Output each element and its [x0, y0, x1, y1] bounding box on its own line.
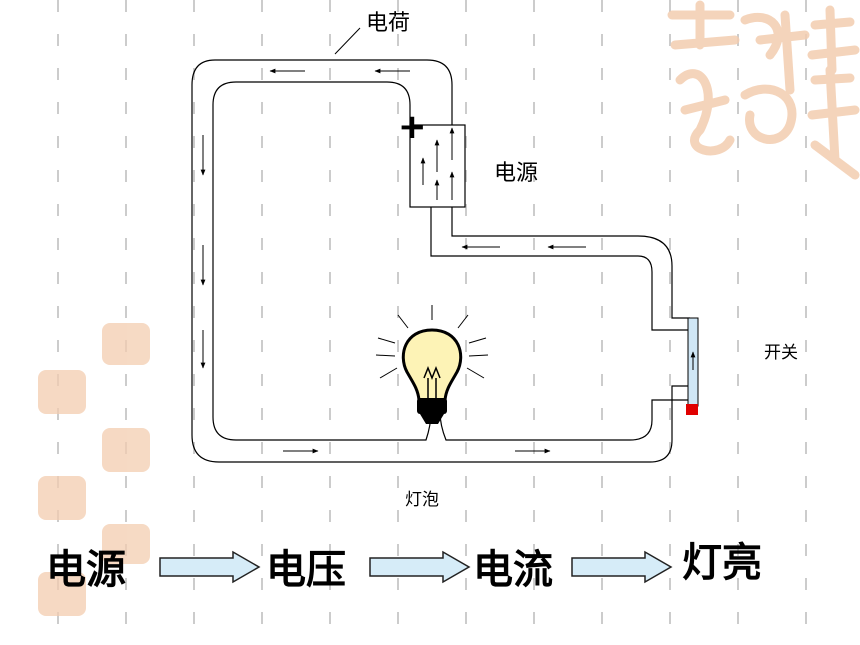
background-grid: [57, 0, 807, 645]
flow-arrow-3: [571, 550, 673, 584]
plus-sign: +: [398, 107, 427, 147]
source-label: 电源: [494, 161, 538, 186]
flow-step-bulb-lit: 灯亮: [682, 540, 762, 586]
wire-tube: [191, 59, 690, 463]
decorative-seal-icon: [667, 0, 860, 180]
light-bulb-icon: [375, 305, 489, 424]
flow-chain: 电源 电压 电流 灯亮: [46, 540, 762, 593]
flow-step-current: 电流: [473, 547, 553, 593]
decorative-seal-icon: [38, 323, 150, 616]
switch-label: 开关: [764, 343, 798, 363]
switch-tip: [686, 404, 698, 415]
flow-step-voltage: 电压: [266, 547, 346, 593]
bulb-label: 灯泡: [405, 490, 439, 510]
flow-arrow-1: [159, 550, 261, 584]
flow-arrow-2: [369, 550, 471, 584]
flow-step-source: 电源: [46, 547, 126, 593]
charge-label: 电荷: [366, 11, 410, 36]
source-arrows: [420, 127, 455, 200]
current-arrows: [200, 68, 586, 454]
charge-leader-line: [334, 27, 361, 55]
